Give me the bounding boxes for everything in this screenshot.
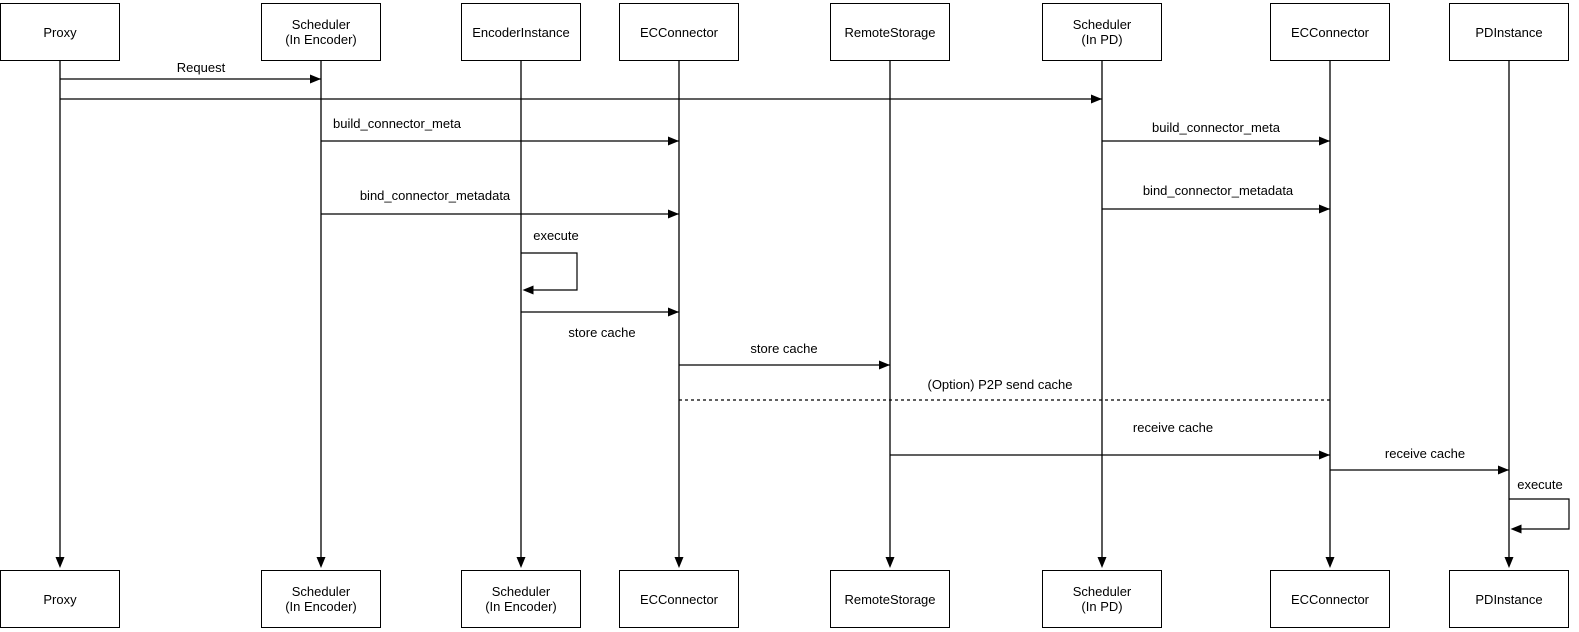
message-label-receive-cache: receive cache (1132, 420, 1214, 435)
message-label-request: Request (176, 60, 226, 75)
arrowhead-down (1504, 557, 1514, 568)
participant-bottom-proxy: Proxy (0, 570, 120, 628)
arrowhead-down (55, 557, 65, 568)
participant-bottom-encoder-instance: Scheduler(In Encoder) (461, 570, 581, 628)
participant-label-line: Scheduler (1072, 17, 1132, 32)
participant-top-scheduler-pd: Scheduler(In PD) (1042, 3, 1162, 61)
participant-label-line: EncoderInstance (472, 24, 570, 40)
arrowhead-left (522, 285, 534, 295)
message-label-bind-connector-metadata: bind_connector_metadata (1142, 183, 1294, 198)
arrowhead-down (316, 557, 326, 568)
arrowhead-right (1319, 136, 1330, 146)
participant-label-line: (In Encoder) (485, 599, 557, 614)
participant-label-line: (In Encoder) (285, 599, 357, 614)
participant-label-line: Scheduler (1072, 584, 1132, 599)
message-label-build-connector-meta: build_connector_meta (1152, 120, 1280, 135)
arrowhead-down (674, 557, 684, 568)
message-label-bind-connector-metadata: bind_connector_metadata (359, 188, 511, 203)
participant-top-ec-connector-1: ECConnector (619, 3, 739, 61)
arrowhead-right (310, 74, 321, 84)
participant-label-line: RemoteStorage (844, 24, 936, 40)
participant-label-line: ECConnector (639, 591, 719, 607)
participant-label-line: RemoteStorage (844, 591, 936, 607)
participant-bottom-pd-instance: PDInstance (1449, 570, 1569, 628)
message-label-store-cache: store cache (750, 341, 818, 356)
participant-bottom-remote-storage: RemoteStorage (830, 570, 950, 628)
message-label-execute: execute (1517, 477, 1563, 492)
participant-top-pd-instance: PDInstance (1449, 3, 1569, 61)
participant-label-line: Scheduler (291, 584, 351, 599)
participant-label-line: Proxy (43, 591, 77, 607)
arrowhead-right (1319, 450, 1330, 460)
participant-top-encoder-instance: EncoderInstance (461, 3, 581, 61)
participant-label-line: PDInstance (1475, 24, 1543, 40)
participant-label-line: Scheduler (291, 17, 351, 32)
participant-label-line: Scheduler (491, 584, 551, 599)
arrowhead-right (668, 307, 679, 317)
arrowhead-left (1510, 524, 1522, 534)
participant-top-remote-storage: RemoteStorage (830, 3, 950, 61)
arrowhead-right (879, 360, 890, 370)
message-label-receive-cache: receive cache (1384, 446, 1466, 461)
arrowhead-down (1325, 557, 1335, 568)
participant-bottom-scheduler-encoder: Scheduler(In Encoder) (261, 570, 381, 628)
self-message-execute (1509, 498, 1570, 530)
participant-bottom-ec-connector-1: ECConnector (619, 570, 739, 628)
arrowhead-right (668, 209, 679, 219)
arrowhead-right (1319, 204, 1330, 214)
participant-top-scheduler-encoder: Scheduler(In Encoder) (261, 3, 381, 61)
arrowhead-right (1498, 465, 1509, 475)
message-label-store-cache: store cache (568, 325, 636, 340)
participant-top-proxy: Proxy (0, 3, 120, 61)
participant-label-line: (In PD) (1081, 599, 1123, 614)
participant-label-line: (In Encoder) (285, 32, 357, 47)
message-label-execute: execute (533, 228, 579, 243)
self-message-execute (521, 252, 578, 291)
participant-label-line: ECConnector (1290, 24, 1370, 40)
participant-label-line: Proxy (43, 24, 77, 40)
message-label-build-connector-meta: build_connector_meta (333, 116, 461, 131)
participant-label-line: ECConnector (1290, 591, 1370, 607)
arrowhead-down (516, 557, 526, 568)
participant-top-ec-connector-2: ECConnector (1270, 3, 1390, 61)
arrowhead-down (885, 557, 895, 568)
participant-label-line: PDInstance (1475, 591, 1543, 607)
message-label-option-p2p-send-cache: (Option) P2P send cache (927, 377, 1073, 392)
arrowhead-down (1097, 557, 1107, 568)
arrowhead-right (668, 136, 679, 146)
participant-label-line: ECConnector (639, 24, 719, 40)
participant-bottom-ec-connector-2: ECConnector (1270, 570, 1390, 628)
arrowhead-right (1091, 94, 1102, 104)
participant-label-line: (In PD) (1081, 32, 1123, 47)
participant-bottom-scheduler-pd: Scheduler(In PD) (1042, 570, 1162, 628)
